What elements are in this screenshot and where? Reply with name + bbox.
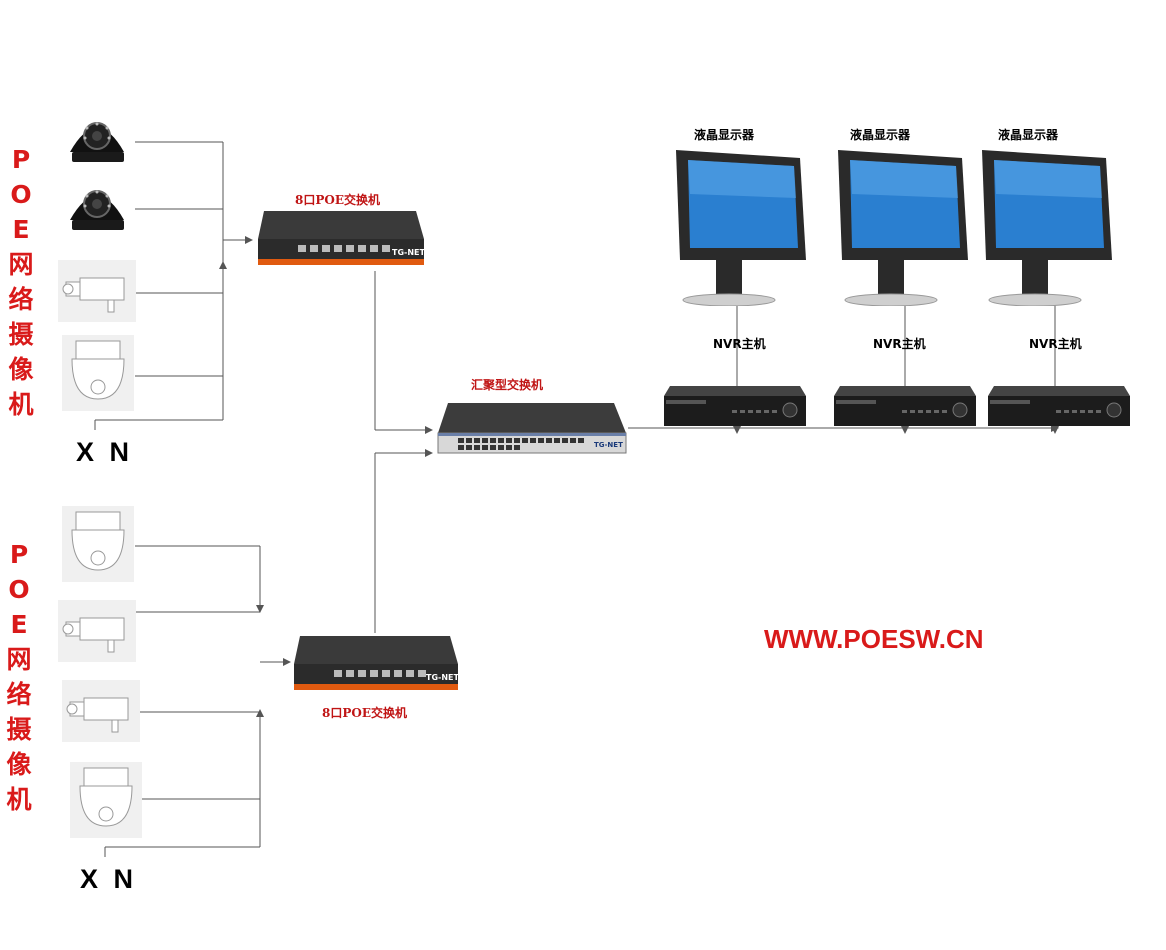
switch-brand-mark: TG-NET (426, 673, 460, 682)
speed-dome-camera-icon (62, 335, 134, 411)
poe-switch-icon: TG-NET (294, 636, 460, 690)
speed-dome-camera-icon (62, 506, 134, 582)
top-camera-count: X N (76, 437, 134, 467)
website-url: WWW.POESW.CN (764, 624, 984, 654)
monitor-label-3: 液晶显示器 (998, 128, 1059, 142)
bottom-camera-group-label: POE网络摄像机 (6, 540, 32, 814)
top-switch-label: 8口POE交换机 (295, 193, 380, 207)
box-camera-icon (58, 600, 136, 662)
nvr-recorder-icon (988, 386, 1130, 426)
speed-dome-camera-icon (70, 762, 142, 838)
lcd-monitor-icon (838, 150, 968, 306)
top-camera-group-label: POE网络摄像机 (8, 145, 34, 419)
nvr-label-1: NVR主机 (713, 337, 766, 351)
poe-switch-icon: TG-NET (258, 211, 426, 265)
nvr-label-3: NVR主机 (1029, 337, 1082, 351)
nvr-label-2: NVR主机 (873, 337, 926, 351)
dome-camera-icon (70, 122, 124, 162)
bottom-camera-count: X N (80, 864, 138, 894)
box-camera-icon (62, 680, 140, 742)
nvr-recorder-icon (664, 386, 806, 426)
box-camera-icon (58, 260, 136, 322)
nvr-recorder-icon (834, 386, 976, 426)
aggregation-switch-icon: TG-NET (437, 403, 627, 454)
switch-brand-mark: TG-NET (392, 248, 426, 257)
lcd-monitor-icon (676, 150, 806, 306)
lcd-monitor-icon (982, 150, 1112, 306)
dome-camera-icon (70, 190, 124, 230)
monitor-label-1: 液晶显示器 (694, 128, 755, 142)
core-switch-label: 汇聚型交换机 (471, 378, 544, 392)
bottom-switch-label: 8口POE交换机 (322, 706, 407, 720)
switch-brand-mark: TG-NET (594, 441, 623, 449)
monitor-label-2: 液晶显示器 (850, 128, 911, 142)
